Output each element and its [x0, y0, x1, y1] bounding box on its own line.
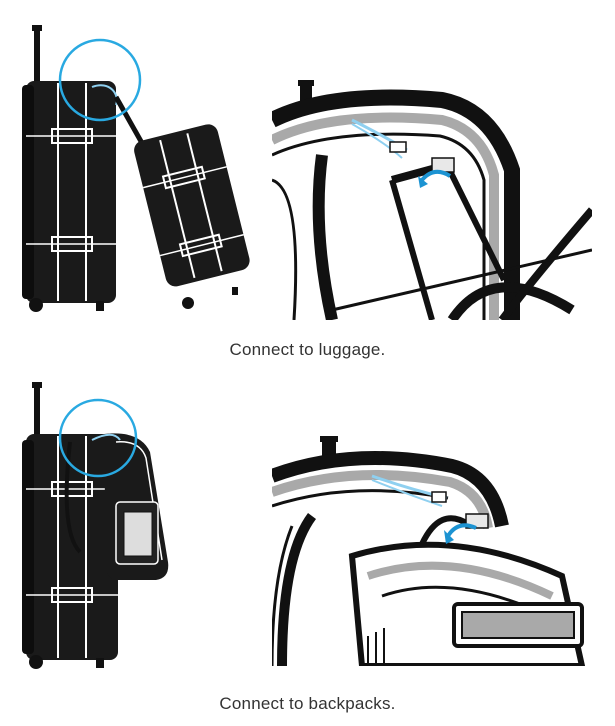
luggage-icon: [22, 25, 250, 312]
backpack-luggage-icon: [22, 382, 169, 669]
luggage-overview-illustration: [20, 25, 250, 315]
backpacks-caption: Connect to backpacks.: [219, 694, 396, 713]
clip-detail-icon: [272, 80, 592, 320]
backpack-clip-detail-icon: [272, 436, 586, 666]
backpack-overview-illustration: [20, 382, 220, 672]
backpack-detail-illustration: [272, 436, 592, 666]
luggage-detail-illustration: [272, 80, 592, 320]
luggage-caption: Connect to luggage.: [229, 340, 386, 359]
